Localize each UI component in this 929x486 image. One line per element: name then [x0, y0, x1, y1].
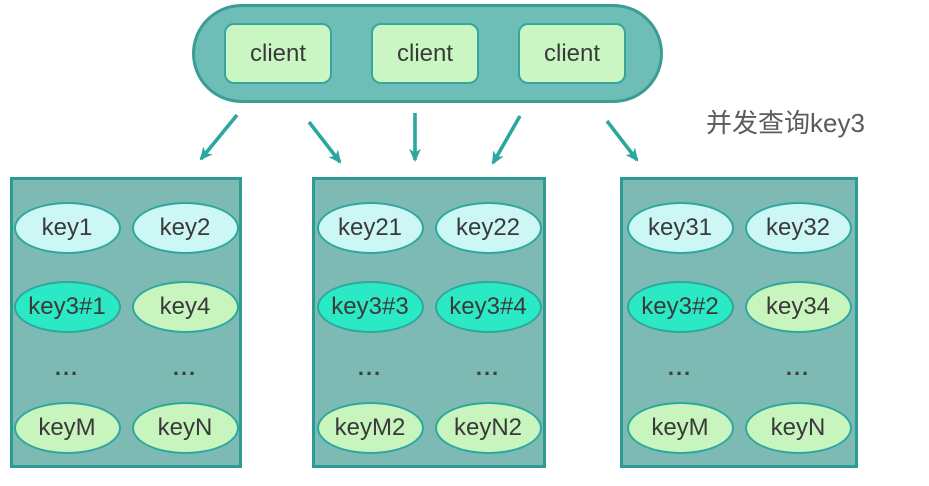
shard1-row1: key1 key2 — [13, 202, 239, 254]
shard2-ellipsis-row: ... ... — [317, 333, 542, 402]
ellipsis-text: ... — [357, 354, 383, 380]
key-ellipse: key3#2 — [626, 281, 734, 333]
shard1-ellipsis-row: ... ... — [14, 333, 239, 402]
key-ellipse: key22 — [434, 202, 542, 254]
key-ellipse: key3#1 — [13, 281, 121, 333]
arrow-to-shard3 — [605, 119, 639, 162]
ellipsis-text: ... — [54, 354, 80, 380]
key-ellipse: key31 — [626, 202, 734, 254]
shard1-row2: key3#1 key4 — [13, 281, 239, 333]
arrow-to-shard1 — [199, 113, 239, 161]
shard3-row4: keyM keyN — [626, 402, 852, 454]
key-ellipse: keyM — [626, 402, 734, 454]
key-ellipse: key32 — [744, 202, 852, 254]
key-ellipse: key34 — [744, 281, 852, 333]
key-ellipse: keyM2 — [316, 402, 424, 454]
key-ellipse: key4 — [131, 281, 239, 333]
concurrent-query-label: 并发查询key3 — [706, 108, 865, 138]
shard1-row4: keyM keyN — [13, 402, 239, 454]
client-node-3: client — [518, 23, 626, 84]
shard3-row2: key3#2 key34 — [626, 281, 852, 333]
arrow-to-shard2-right — [491, 115, 522, 165]
key-ellipse: key2 — [131, 202, 239, 254]
shard-box-1: key1 key2 key3#1 key4 ... ... keyM keyN — [10, 177, 242, 468]
client-node-1: client — [224, 23, 332, 84]
shard3-ellipsis-row: ... ... — [627, 333, 852, 402]
ellipsis-text: ... — [667, 354, 693, 380]
key-ellipse: key21 — [316, 202, 424, 254]
client-node-2: client — [371, 23, 479, 84]
shard3-row1: key31 key32 — [626, 202, 852, 254]
key-ellipse: keyN — [131, 402, 239, 454]
key-ellipse: key3#4 — [434, 281, 542, 333]
ellipsis-text: ... — [172, 354, 198, 380]
shard2-row4: keyM2 keyN2 — [316, 402, 542, 454]
shard2-row1: key21 key22 — [316, 202, 542, 254]
client-group-container: client client client — [192, 4, 663, 103]
key-ellipse: keyN2 — [434, 402, 542, 454]
key-ellipse: key3#3 — [316, 281, 424, 333]
shard2-row2: key3#3 key3#4 — [316, 281, 542, 333]
key-ellipse: keyN — [744, 402, 852, 454]
shard-box-2: key21 key22 key3#3 key3#4 ... ... keyM2 … — [312, 177, 546, 468]
arrow-to-shard2-left — [307, 120, 342, 164]
key-ellipse: key1 — [13, 202, 121, 254]
key-ellipse: keyM — [13, 402, 121, 454]
shard-box-3: key31 key32 key3#2 key34 ... ... keyM ke… — [620, 177, 858, 468]
ellipsis-text: ... — [785, 354, 811, 380]
ellipsis-text: ... — [475, 354, 501, 380]
